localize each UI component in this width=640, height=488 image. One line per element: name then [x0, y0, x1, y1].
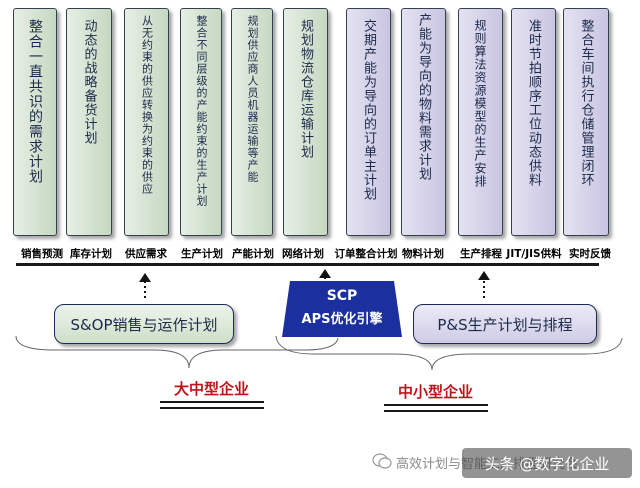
large-enterprise-underline: [160, 407, 264, 409]
column-text: 规则算法资源模型的生产安排: [473, 19, 487, 188]
sop-pill: S&OP销售与运作计划: [54, 304, 234, 344]
column-text: 产能为导向的物料需求计划: [416, 13, 431, 181]
scp-subtitle: APS优化引擎: [301, 312, 383, 327]
toutiao-watermark: 头条 @数字化企业: [462, 448, 632, 478]
column-order-master-plan: 交期产能为导向的订单主计划: [346, 8, 391, 236]
column-capacity-production-plan: 整合不同层级的产能约束的生产计划: [180, 8, 222, 236]
column-supply-conversion: 从无约束的供应转换为约束的供应: [124, 8, 169, 236]
ps-pill: P&S生产计划与排程: [413, 304, 597, 344]
column-text: 动态的战略备货计划: [81, 19, 97, 145]
sop-label: S&OP销售与运作计划: [70, 315, 218, 334]
column-execution-closed-loop: 整合车间执行仓储管理闭环: [563, 8, 609, 236]
label-material-plan: 物料计划: [402, 248, 444, 260]
column-demand-plan: 整合一直共识的需求计划: [13, 8, 57, 236]
label-production-plan: 生产计划: [181, 248, 223, 260]
grouping-braces: [15, 335, 623, 371]
large-enterprise-underline: [160, 401, 264, 403]
column-text: 整合不同层级的产能约束的生产计划: [195, 15, 208, 207]
small-enterprise-underline: [384, 410, 488, 412]
label-inventory-plan: 库存计划: [70, 248, 112, 260]
column-capacity-planning: 规划供应商人员机器运输等产能: [231, 8, 273, 236]
column-logistics-plan: 规划物流仓库运输计划: [283, 8, 328, 236]
small-enterprise-label: 中小型企业: [398, 383, 474, 401]
label-supply-demand: 供应需求: [125, 248, 167, 260]
label-sales-forecast: 销售预测: [21, 248, 63, 260]
column-text: 从无约束的供应转换为约束的供应: [140, 15, 154, 195]
dotted-up-arrow-icon: [478, 271, 490, 298]
small-enterprise-underline: [384, 404, 488, 406]
column-text: 整合车间执行仓储管理闭环: [578, 19, 594, 187]
wechat-icon: [372, 453, 392, 469]
label-network-plan: 网络计划: [282, 248, 324, 260]
column-material-plan: 产能为导向的物料需求计划: [401, 8, 446, 236]
label-underline: [16, 263, 599, 266]
dotted-up-arrow-icon: [139, 273, 151, 298]
column-text: 准时节拍顺序工位动态供料: [526, 19, 541, 187]
label-order-integration-plan: 订单整合计划: [334, 248, 398, 260]
label-capacity-plan: 产能计划: [232, 248, 274, 260]
ps-label: P&S生产计划与排程: [437, 315, 573, 334]
scp-title: SCP: [326, 288, 358, 304]
scp-engine-shape: [282, 281, 402, 337]
column-text: 规划物流仓库运输计划: [298, 19, 313, 159]
label-realtime-feedback: 实时反馈: [569, 248, 611, 260]
large-enterprise-label: 大中型企业: [174, 380, 250, 398]
column-text: 整合一直共识的需求计划: [27, 19, 43, 184]
column-jit-feeding: 准时节拍顺序工位动态供料: [511, 8, 556, 236]
column-strategic-stock-plan: 动态的战略备货计划: [66, 8, 112, 236]
label-jit-jis-feeding: JIT/JIS供料: [506, 248, 562, 260]
column-production-scheduling: 规则算法资源模型的生产安排: [458, 8, 503, 236]
column-text: 规划供应商人员机器运输等产能: [246, 15, 259, 183]
label-production-scheduling: 生产排程: [460, 248, 502, 260]
column-text: 交期产能为导向的订单主计划: [361, 19, 376, 201]
